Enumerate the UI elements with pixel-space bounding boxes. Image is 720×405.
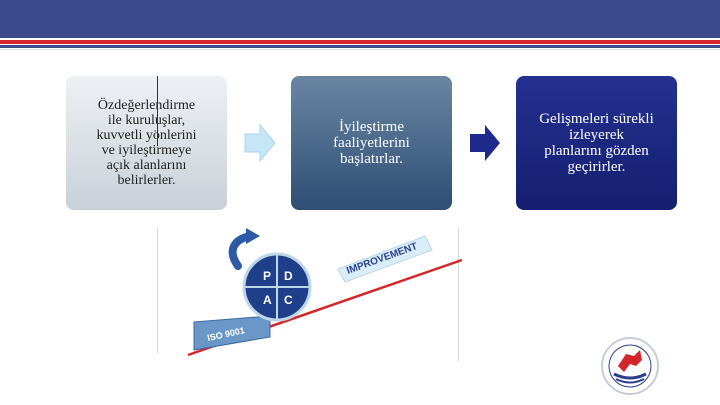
arrow-right-icon [470,125,500,161]
header-bar [0,0,720,38]
step-card-self-assessment: Özdeğerlendirme ile kuruluşlar, kuvvetli… [66,76,227,210]
pdca-d: D [284,269,293,283]
iso-wedge [193,315,271,351]
divider-line [157,228,158,353]
text-cursor [157,76,158,146]
step-card-1-text: Özdeğerlendirme ile kuruluşlar, kuvvetli… [96,98,197,188]
pdca-p: P [263,269,271,283]
step-card-2-text: İyileştirme faaliyetlerini başlatırlar. [333,119,410,167]
pdca-improvement-diagram: IMPROVEMENT ISO 9001 P D A C [187,228,463,357]
step-card-3-text: Gelişmeleri sürekli izleyerek planlarını… [539,111,654,175]
pdca-a: A [263,293,272,307]
header-thin-stripe [0,49,720,50]
pdca-c: C [284,293,293,307]
improvement-band [337,235,433,283]
rotate-arrow-icon [228,232,254,270]
step-card-improvement: İyileştirme faaliyetlerini başlatırlar. [291,76,452,210]
university-logo [601,337,659,395]
arrow-right-icon [244,123,276,163]
header-blue-stripe [0,45,720,48]
divider-line [458,228,459,361]
step-card-review: Gelişmeleri sürekli izleyerek planlarını… [516,76,677,210]
header-red-stripe [0,40,720,44]
